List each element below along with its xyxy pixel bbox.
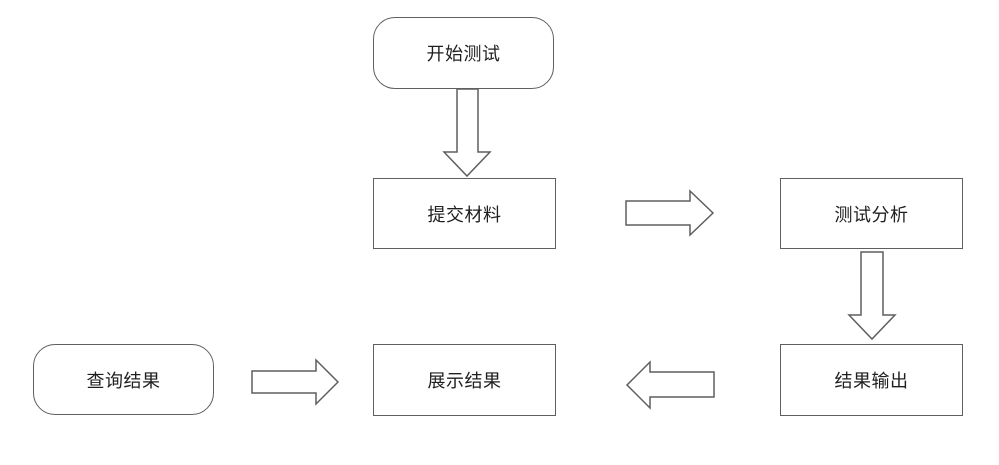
arrow-start-to-submit	[442, 88, 492, 178]
node-start-test-label: 开始测试	[426, 44, 501, 65]
node-test-analysis-label: 测试分析	[834, 204, 909, 226]
node-show-result: 展示结果	[373, 344, 556, 416]
node-query-result-label: 查询结果	[86, 370, 161, 392]
node-result-output-label: 结果输出	[834, 371, 909, 392]
node-submit-material-label: 提交材料	[427, 204, 502, 226]
arrow-query-to-show	[251, 358, 340, 406]
node-start-test: 开始测试	[373, 17, 554, 89]
node-show-result-label: 展示结果	[427, 371, 502, 392]
arrow-analysis-to-output	[847, 251, 897, 341]
node-result-output: 结果输出	[780, 344, 963, 416]
arrow-submit-to-analysis	[625, 189, 715, 237]
node-test-analysis: 测试分析	[780, 178, 963, 249]
arrow-output-to-show	[625, 360, 715, 410]
node-query-result: 查询结果	[33, 344, 214, 415]
node-submit-material: 提交材料	[373, 178, 556, 249]
